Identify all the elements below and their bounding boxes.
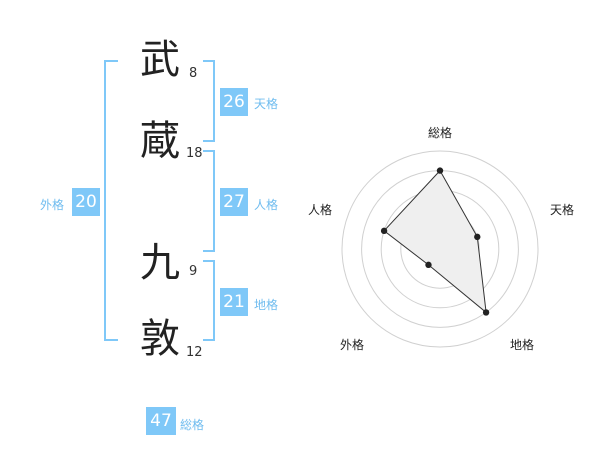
radar-points xyxy=(380,167,490,316)
stroke-count-2: 18 xyxy=(186,146,203,161)
stroke-count-3: 9 xyxy=(189,264,198,279)
jinkaku-label: 人格 xyxy=(254,198,279,212)
radar-point-2 xyxy=(474,233,481,241)
radar-point-1 xyxy=(436,167,444,174)
chikaku-label: 地格 xyxy=(254,298,279,312)
name-char-3: 九 xyxy=(140,240,180,286)
jinkaku-value: 27 xyxy=(220,188,248,216)
radar-grid xyxy=(341,150,539,348)
tenkaku-value: 26 xyxy=(220,88,248,116)
radar-grid-ring xyxy=(400,209,480,289)
radar-axis-label-jinkaku: 人格 xyxy=(308,203,333,217)
tenkaku-label: 天格 xyxy=(254,97,279,111)
chikaku-value: 21 xyxy=(220,288,248,316)
radar-grid-ring xyxy=(361,170,519,328)
stroke-count-1: 8 xyxy=(189,66,198,81)
radar-grid-ring xyxy=(341,150,539,348)
jinkaku-bracket xyxy=(203,150,215,252)
radar-axis-label-gaikaku: 外格 xyxy=(340,338,365,352)
radar-axis-label-soukaku: 総格 xyxy=(428,126,453,140)
name-char-2: 蔵 xyxy=(140,118,180,164)
gaikaku-value: 20 xyxy=(72,188,100,216)
stroke-count-4: 12 xyxy=(186,345,203,360)
tenkaku-bracket xyxy=(203,60,215,142)
soukaku-value: 47 xyxy=(146,407,176,435)
radar-point-3 xyxy=(482,309,490,316)
gaikaku-bracket xyxy=(104,60,118,341)
name-char-1: 武 xyxy=(140,37,180,83)
radar-grid-ring xyxy=(419,228,461,270)
radar-grid-ring xyxy=(380,189,500,309)
radar-axis-label-chikaku: 地格 xyxy=(510,338,535,352)
name-char-4: 敦 xyxy=(140,316,180,362)
radar-point-5 xyxy=(380,227,388,235)
radar-point-4 xyxy=(425,261,432,269)
radar-polygon xyxy=(383,169,487,314)
radar-axis-label-tenkaku: 天格 xyxy=(550,203,575,217)
gaikaku-label: 外格 xyxy=(40,198,65,212)
soukaku-label: 総格 xyxy=(180,418,205,432)
chikaku-bracket xyxy=(203,260,215,341)
radar-center-dot xyxy=(437,246,443,252)
